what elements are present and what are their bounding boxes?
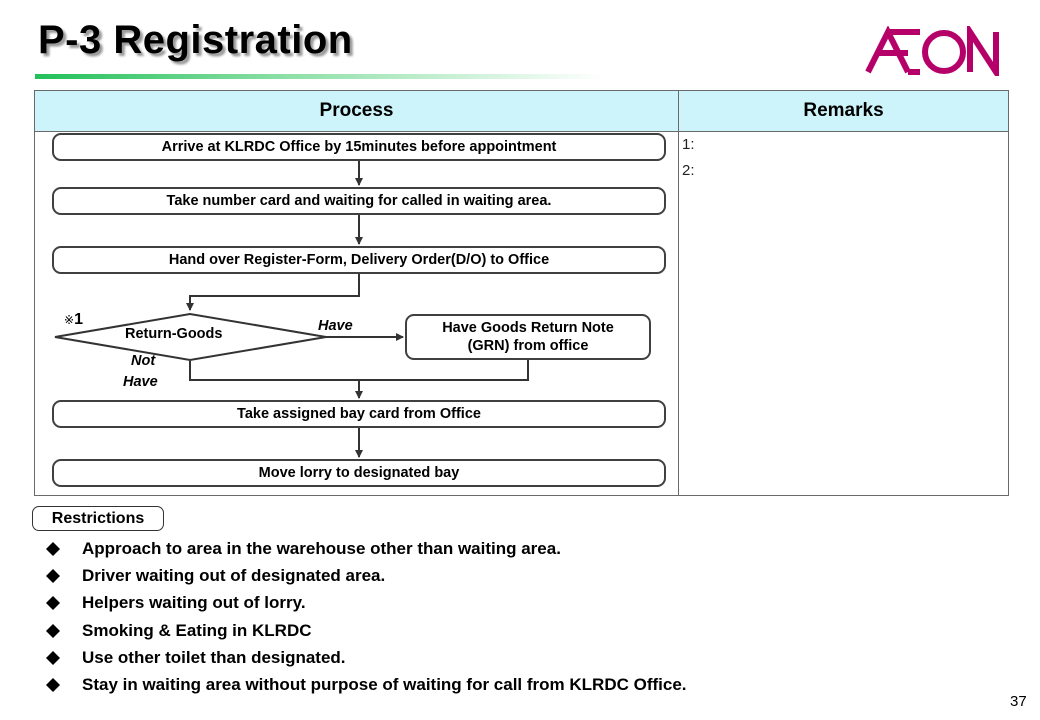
remark-1: 1: bbox=[682, 136, 695, 153]
have-label: Have bbox=[318, 318, 353, 334]
decision-diamond bbox=[54, 312, 327, 362]
remarks-header: Remarks bbox=[679, 91, 1008, 132]
connector-join bbox=[189, 359, 529, 381]
process-table: Process Remarks bbox=[34, 90, 1009, 496]
note-marker: ※1 bbox=[64, 311, 83, 328]
flow-step-bay-card: Take assigned bay card from Office bbox=[52, 400, 666, 428]
flow-step-arrive: Arrive at KLRDC Office by 15minutes befo… bbox=[52, 133, 666, 161]
diamond-bullet-icon bbox=[46, 568, 60, 583]
diamond-bullet-icon bbox=[46, 541, 60, 556]
flow-step-number-card: Take number card and waiting for called … bbox=[52, 187, 666, 215]
diamond-bullet-icon bbox=[46, 678, 60, 693]
restrictions-list: Approach to area in the warehouse other … bbox=[46, 535, 687, 699]
diamond-bullet-icon bbox=[46, 650, 60, 665]
flow-step-grn: Have Goods Return Note (GRN) from office bbox=[405, 314, 651, 360]
column-divider bbox=[678, 131, 679, 495]
list-item: Driver waiting out of designated area. bbox=[46, 562, 687, 589]
page-title: P-3 Registration bbox=[38, 18, 353, 62]
process-header: Process bbox=[35, 91, 679, 132]
grn-line-2: (GRN) from office bbox=[467, 338, 589, 354]
list-item: Stay in waiting area without purpose of … bbox=[46, 671, 687, 698]
restrictions-label: Restrictions bbox=[32, 506, 164, 531]
list-item: Use other toilet than designated. bbox=[46, 644, 687, 671]
decision-label: Return-Goods bbox=[125, 326, 223, 342]
flow-step-hand-over: Hand over Register-Form, Delivery Order(… bbox=[52, 246, 666, 274]
diamond-bullet-icon bbox=[46, 623, 60, 638]
diamond-bullet-icon bbox=[46, 596, 60, 611]
list-item: Smoking & Eating in KLRDC bbox=[46, 617, 687, 644]
grn-line-1: Have Goods Return Note bbox=[442, 320, 614, 336]
list-item: Approach to area in the warehouse other … bbox=[46, 535, 687, 562]
title-underline bbox=[35, 74, 605, 79]
aeon-logo bbox=[864, 26, 1010, 76]
list-item: Helpers waiting out of lorry. bbox=[46, 590, 687, 617]
not-label: Not bbox=[131, 353, 156, 369]
flow-step-move-lorry: Move lorry to designated bay bbox=[52, 459, 666, 487]
remark-2: 2: bbox=[682, 162, 695, 179]
arrow-step3-decision bbox=[186, 274, 360, 311]
not-have-label: Have bbox=[123, 374, 158, 390]
page-number: 37 bbox=[1010, 693, 1027, 710]
